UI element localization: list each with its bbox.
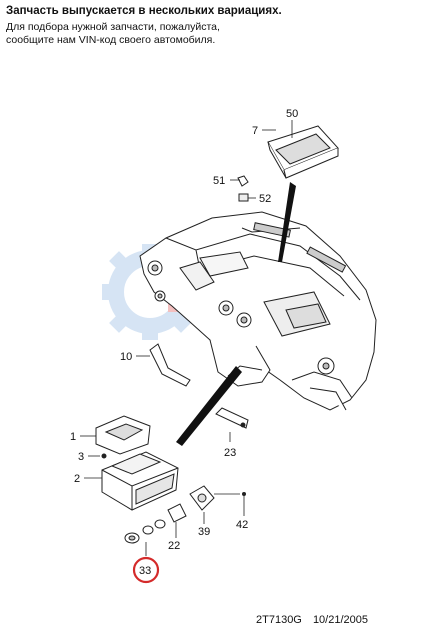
- part-23-panel: [215, 407, 249, 429]
- callout-1[interactable]: 1: [70, 431, 76, 443]
- notice: Запчасть выпускается в нескольких вариац…: [6, 4, 426, 47]
- part-10-trim: [149, 343, 191, 387]
- callout-7[interactable]: 7: [252, 125, 258, 137]
- sweep-arrows: [176, 182, 296, 446]
- callout-39[interactable]: 39: [198, 526, 210, 538]
- callout-51[interactable]: 51: [213, 175, 225, 187]
- part-1-pocket: [95, 415, 151, 455]
- callout-10[interactable]: 10: [120, 351, 132, 363]
- diagram-date: 10/21/2005: [312, 614, 368, 626]
- callout-33-highlight: [132, 556, 160, 584]
- part-22-switch: [167, 503, 187, 523]
- part-50-cover: [267, 125, 339, 179]
- callout-3[interactable]: 3: [78, 451, 84, 463]
- part-2-console: [101, 451, 179, 511]
- notice-line-2: сообщите нам VIN-код своего автомобиля.: [6, 34, 216, 46]
- notice-text: Для подбора нужной запчасти, пожалуйста,…: [6, 21, 426, 47]
- footer: 2T7130G 10/21/2005: [256, 614, 368, 626]
- callout-23[interactable]: 23: [224, 447, 236, 459]
- leader-lines: [80, 120, 293, 556]
- notice-title: Запчасть выпускается в нескольких вариац…: [6, 5, 282, 17]
- callout-42[interactable]: 42: [236, 519, 248, 531]
- notice-line-1: Для подбора нужной запчасти, пожалуйста,: [6, 21, 220, 33]
- air-vents: [147, 260, 335, 375]
- part-33-socket: [124, 519, 166, 544]
- part-51-clip: [237, 175, 249, 187]
- dashboard-assembly: [139, 211, 377, 411]
- part-3-screw: [101, 453, 107, 459]
- callout-50[interactable]: 50: [286, 108, 298, 120]
- part-39-switch: [189, 485, 215, 511]
- callout-33[interactable]: 33: [139, 565, 151, 577]
- callout-labels: 50 7 51 52 10 23 1 3 2 42 39 22 33: [70, 108, 298, 584]
- part-42-screw: [242, 492, 246, 496]
- callout-2[interactable]: 2: [74, 473, 80, 485]
- callout-22[interactable]: 22: [168, 540, 180, 552]
- part-52-clip: [238, 193, 249, 202]
- callout-52[interactable]: 52: [259, 193, 271, 205]
- diagram-code: 2T7130G: [256, 614, 302, 626]
